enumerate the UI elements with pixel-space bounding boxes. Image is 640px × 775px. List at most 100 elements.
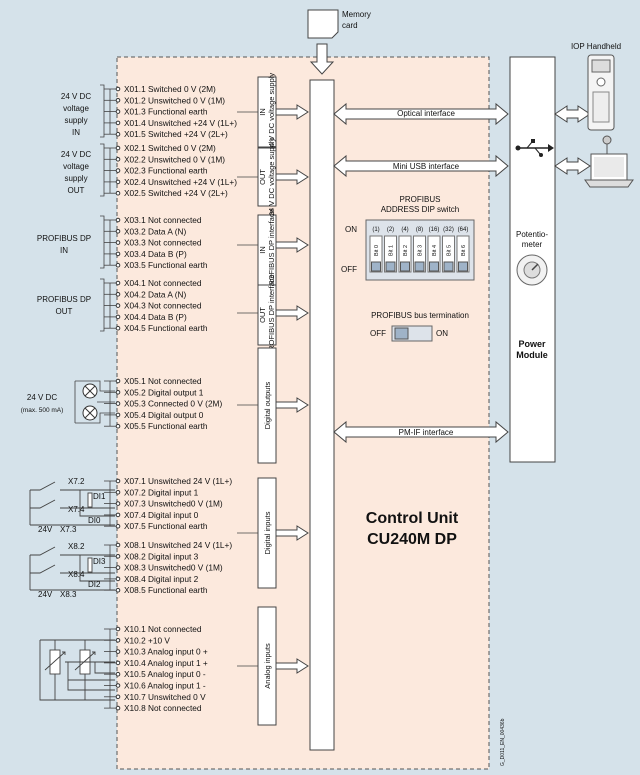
terminal-label: X08.3 Unswitched0 V (1M) — [124, 563, 223, 573]
dip-switch-slider[interactable] — [458, 261, 468, 272]
terminal-label: X04.4 Data B (P) — [124, 312, 187, 322]
group-brace — [100, 143, 105, 197]
terminal-pin — [115, 587, 121, 593]
terminal-label: X08.2 Digital input 3 — [124, 551, 199, 561]
terminal-pin — [115, 501, 121, 506]
terminal-label: X04.3 Not connected — [124, 301, 202, 311]
switch-label: 24V — [38, 590, 53, 599]
terminal-label: X02.4 Unswitched +24 V (1L+) — [124, 177, 237, 187]
dip-switch-slider[interactable] — [371, 261, 381, 272]
interface-group-label: 24 V DC voltage supply — [267, 73, 276, 152]
terminal-label: X07.3 Unswitched0 V (1M) — [124, 499, 223, 509]
left-group-label: PROFIBUS DP — [37, 234, 91, 243]
terminal-pin — [115, 325, 121, 331]
terminal-label: X05.4 Digital output 0 — [124, 410, 204, 420]
interface-group-label: OUT — [258, 307, 267, 323]
switch-label: DI3 — [93, 557, 106, 566]
dip-switch-slider[interactable] — [414, 261, 425, 272]
terminal-label: X03.3 Not connected — [124, 238, 202, 248]
dip-switch-slider[interactable] — [400, 261, 410, 272]
terminal-label: X08.4 Digital input 2 — [124, 574, 199, 584]
terminal-pin — [115, 229, 121, 234]
switch-label: X8.2 — [68, 542, 85, 551]
terminal-label: X10.5 Analog input 0 - — [124, 669, 206, 679]
terminal-label: X01.2 Unswitched 0 V (1M) — [124, 95, 225, 105]
terminal-pin — [115, 401, 121, 406]
switch-label: DI1 — [93, 492, 106, 501]
left-group-label: OUT — [56, 307, 73, 316]
terminal-pin — [115, 378, 121, 384]
potentiometer-label: Potentio- — [516, 230, 548, 239]
terminal-pin — [115, 390, 121, 395]
terminal-label: X03.4 Data B (P) — [124, 249, 187, 259]
terminal-label: X01.4 Unswitched +24 V (1L+) — [124, 118, 237, 128]
memory-card-icon — [307, 9, 339, 39]
dip-bit-label: Bit 6 — [461, 245, 467, 256]
group-brace — [100, 84, 105, 138]
dip-switch-slider[interactable] — [443, 261, 454, 272]
dip-off-label: OFF — [341, 265, 357, 274]
terminal-label: X03.2 Data A (N) — [124, 226, 186, 236]
dip-weight-label: (2) — [387, 227, 394, 233]
terminal-label: X10.3 Analog input 0 + — [124, 647, 208, 657]
switch-label: DI0 — [88, 516, 101, 525]
terminal-pin — [115, 423, 121, 429]
dip-bit-label: Bit 3 — [418, 245, 424, 256]
terminal-label: X05.3 Connected 0 V (2M) — [124, 399, 222, 409]
switch-label: X7.2 — [68, 477, 85, 486]
potentiometer-icon — [516, 254, 548, 286]
control-unit-title: CU240M DP — [367, 531, 457, 548]
memory-card-arrow — [309, 43, 335, 75]
interface-group-label: IN — [258, 108, 267, 116]
dip-weight-label: (4) — [401, 227, 408, 233]
bus-termination-off-label: OFF — [370, 329, 386, 338]
left-group-label: voltage — [63, 162, 89, 171]
terminal-label: X07.5 Functional earth — [124, 521, 208, 531]
terminal-pin — [115, 168, 121, 173]
terminal-pin — [115, 217, 121, 223]
terminal-label: X10.2 +10 V — [124, 635, 170, 645]
terminal-pin — [115, 412, 121, 418]
terminal-label: X10.6 Analog input 1 - — [124, 681, 206, 691]
terminal-pin — [115, 512, 121, 518]
terminal-label: X10.1 Not connected — [124, 624, 202, 634]
power-module-label: Power — [518, 339, 546, 349]
mini-usb-interface-arrow — [333, 154, 509, 178]
terminal-pin — [115, 131, 121, 137]
dip-switch-slider[interactable] — [385, 261, 396, 272]
dip-weight-label: (64) — [458, 227, 469, 233]
dip-switch-slider[interactable] — [429, 261, 439, 272]
terminal-pin — [115, 649, 121, 654]
switch-label: DI2 — [88, 580, 101, 589]
terminal-pin — [115, 542, 121, 548]
terminal-pin — [115, 190, 121, 196]
dip-switch-title: ADDRESS DIP switch — [381, 205, 460, 214]
bus-connection-arrow — [275, 525, 309, 541]
terminal-pin — [115, 671, 121, 677]
interface-group-label: PROFIBUS DP interface — [267, 209, 276, 291]
interface-group-label: Analog inputs — [263, 643, 272, 689]
interface-group-label: 24 V DC voltage supply — [267, 138, 276, 217]
terminal-pin — [115, 554, 121, 559]
terminal-label: X01.5 Switched +24 V (2L+) — [124, 129, 228, 139]
left-group-label: IN — [60, 246, 68, 255]
left-group-label: (max. 500 mA) — [21, 407, 64, 414]
iop-connection-arrow — [554, 105, 591, 123]
terminal-pin — [115, 157, 121, 162]
terminal-pin — [115, 109, 121, 114]
terminal-label: X01.3 Functional earth — [124, 107, 208, 117]
analog-potentiometer-circuit — [39, 639, 115, 701]
bus-termination-slider[interactable] — [394, 327, 409, 340]
power-module-label: Module — [516, 350, 548, 360]
bus-termination-on-label: ON — [436, 329, 448, 338]
terminal-label: X10.8 Not connected — [124, 703, 202, 713]
switch-label: X8.3 — [60, 590, 77, 599]
bus-termination-title: PROFIBUS bus termination — [371, 311, 469, 320]
interface-group-label: PROFIBUS DP interface — [267, 274, 276, 356]
mini-usb-interface-label: Mini USB interface — [393, 162, 460, 171]
terminal-pin — [115, 251, 121, 257]
terminal-label: X10.7 Unswitched 0 V — [124, 692, 206, 702]
terminal-label: X04.2 Data A (N) — [124, 289, 186, 299]
dip-weight-label: (32) — [443, 227, 454, 233]
